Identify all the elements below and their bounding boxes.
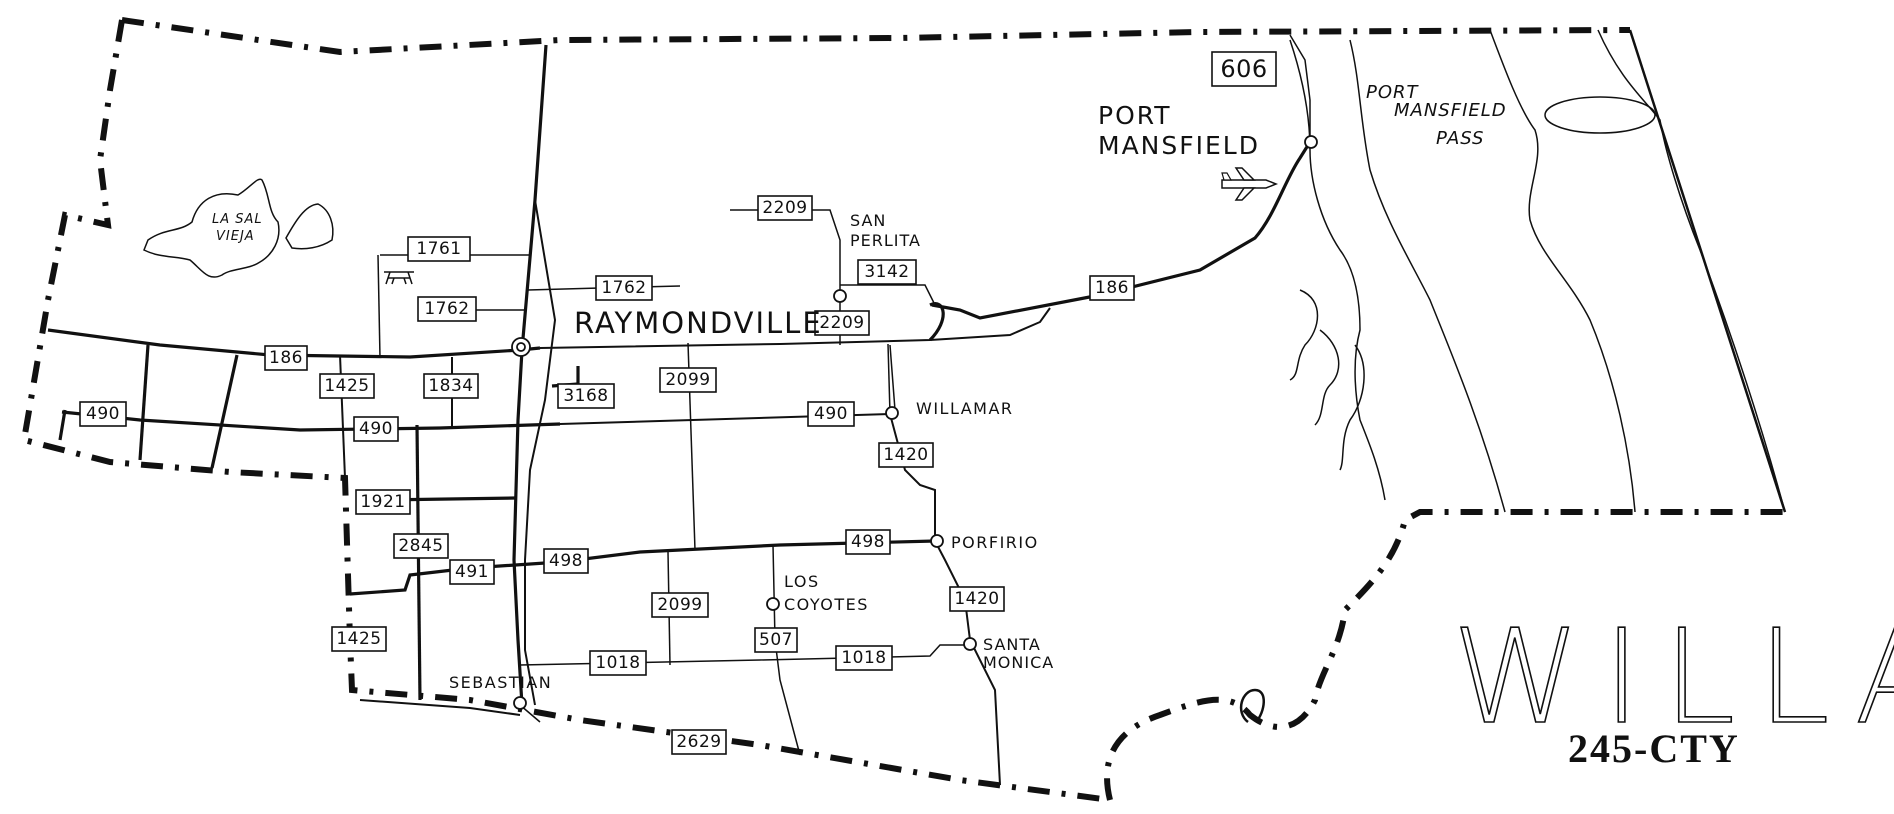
svg-text:2209: 2209 [819,313,864,333]
place-labels: PORT MANSFIELD PORT MANSFIELD PASS LA SA… [212,82,1507,692]
la-sal-vieja-lake [143,178,280,278]
svg-text:1761: 1761 [416,239,461,259]
shield-2629: 2629 [671,729,727,755]
water-features [143,29,1786,513]
svg-text:1018: 1018 [595,653,640,673]
label-sebastian: SEBASTIAN [449,673,552,692]
svg-text:3168: 3168 [563,386,608,406]
shield-1762: 1762 [417,296,477,322]
shield-1425: 1425 [319,373,375,399]
shield-1420: 1420 [878,442,934,468]
los-coyotes-marker [766,597,780,611]
svg-text:1420: 1420 [883,445,928,465]
label-san-perlita: PERLITA [850,231,921,250]
shield-186: 186 [1089,275,1135,301]
small-lake [285,203,334,250]
picnic-table-icon [384,271,414,285]
svg-text:2629: 2629 [676,732,721,752]
svg-text:490: 490 [814,404,848,424]
label-santa-monica: SANTA [983,635,1041,654]
shield-1425: 1425 [331,626,387,652]
svg-text:606: 606 [1220,55,1267,83]
label-la-sal-vieja: VIEJA [216,229,255,244]
label-port-mansfield: MANSFIELD [1098,131,1260,160]
svg-text:2209: 2209 [762,198,807,218]
label-porfirio: PORFIRIO [951,533,1039,552]
svg-text:2845: 2845 [398,536,443,556]
label-willamar: WILLAMAR [916,399,1014,418]
shield-3142: 3142 [857,259,917,285]
shield-1018: 1018 [589,650,647,676]
svg-text:1762: 1762 [601,278,646,298]
svg-text:1420: 1420 [954,589,999,609]
porfirio-marker [930,534,944,548]
svg-text:1425: 1425 [324,376,369,396]
shield-491: 491 [449,559,495,585]
svg-text:490: 490 [86,404,120,424]
county-title: WILLACY 245-CTY [1451,600,1894,771]
svg-text:1762: 1762 [424,299,469,319]
label-santa-monica: MONICA [983,653,1054,672]
town-markers [511,135,1318,710]
label-los-coyotes: COYOTES [784,595,869,614]
port-mansfield-pass-channel [1544,96,1656,134]
sebastian-marker [513,696,527,710]
santa-monica-marker [963,637,977,651]
svg-text:1018: 1018 [841,648,886,668]
shield-1018: 1018 [835,645,893,671]
shield-2099: 2099 [659,367,717,393]
san-perlita-marker [833,289,847,303]
willamar-marker [885,406,899,420]
svg-text:3142: 3142 [864,262,909,282]
county-code: 245-CTY [1568,726,1740,771]
svg-text:186: 186 [269,348,303,368]
route-shields: 606 1761 1762 1762 2209 3142 2209 186 18… [79,51,1277,755]
shield-2099: 2099 [651,592,709,618]
svg-text:1834: 1834 [428,376,473,396]
svg-text:498: 498 [549,551,583,571]
shield-498: 498 [543,548,589,574]
shield-490: 490 [79,401,127,427]
shield-2209: 2209 [757,195,813,221]
svg-text:1921: 1921 [360,492,405,512]
label-port-mansfield: PORT [1098,101,1172,130]
shield-1420: 1420 [949,586,1005,612]
svg-text:491: 491 [455,562,489,582]
label-port-mansfield-pass: PORT [1366,82,1420,103]
label-port-mansfield-pass: PASS [1436,128,1484,149]
shield-498: 498 [845,529,891,555]
shield-507: 507 [754,627,798,653]
svg-text:2099: 2099 [665,370,710,390]
label-raymondville: RAYMONDVILLE [574,306,823,340]
label-port-mansfield-pass: MANSFIELD [1394,100,1507,121]
airplane-icon [1221,167,1279,201]
svg-text:2099: 2099 [657,595,702,615]
svg-text:186: 186 [1095,278,1129,298]
shield-1762: 1762 [595,275,653,301]
shield-2845: 2845 [393,533,449,559]
shield-490: 490 [353,416,399,442]
raymondville-marker-inner [516,342,526,352]
svg-text:1425: 1425 [336,629,381,649]
label-san-perlita: SAN [850,211,886,230]
shield-1761: 1761 [407,236,471,262]
shield-1921: 1921 [355,489,411,515]
shield-606: 606 [1211,51,1277,87]
svg-text:507: 507 [759,630,793,650]
shield-186: 186 [264,345,308,371]
svg-text:498: 498 [851,532,885,552]
label-los-coyotes: LOS [784,572,820,591]
svg-text:490: 490 [359,419,393,439]
shield-490: 490 [807,401,855,427]
port-mansfield-marker [1304,135,1318,149]
shield-1834: 1834 [423,373,479,399]
shield-3168: 3168 [557,383,615,409]
county-name: WILLACY [1452,601,1894,753]
shield-2209: 2209 [814,310,870,336]
label-la-sal-vieja: LA SAL [212,212,263,227]
